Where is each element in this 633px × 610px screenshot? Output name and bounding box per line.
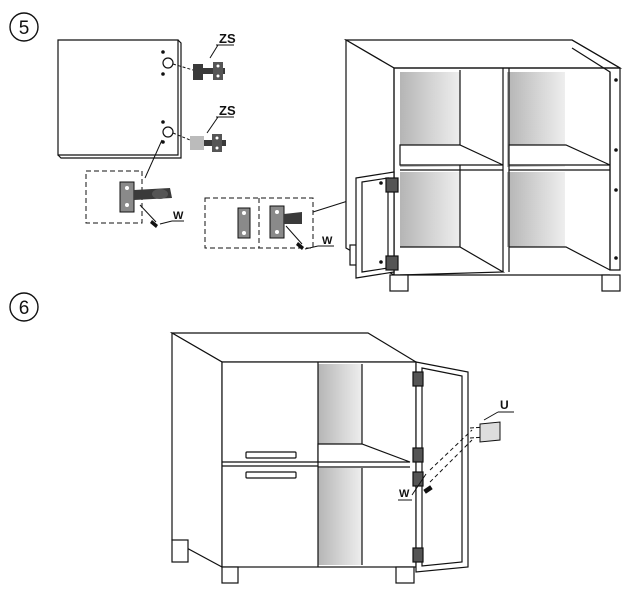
cabinet-assembled — [169, 331, 419, 584]
cabinet-door-open — [412, 361, 469, 573]
step-5-badge: 5 — [9, 12, 39, 42]
u-label: U — [500, 398, 509, 412]
svg-text:ZS: ZS — [219, 31, 236, 46]
w-label: W — [173, 210, 184, 222]
step-6-badge: 6 — [9, 292, 39, 322]
detail-pointer — [144, 139, 163, 179]
door-panel — [57, 39, 182, 159]
step-number: 6 — [19, 298, 30, 319]
hinge-icon — [172, 132, 226, 152]
screw-icon: W — [398, 473, 433, 501]
step-number: 5 — [19, 18, 30, 39]
w-label: W — [322, 235, 333, 247]
hinge-icon — [172, 62, 225, 80]
cabinet-door — [355, 171, 399, 279]
step-5: 5 — [9, 12, 623, 292]
zs-label-bottom: ZS — [206, 103, 236, 134]
hinge-detail-middle: W — [204, 197, 334, 250]
handle-icon: U — [429, 398, 514, 483]
cabinet-open — [343, 38, 623, 292]
hinge-cup-hole-bottom — [162, 126, 174, 138]
hinge-detail-left: W — [85, 170, 184, 228]
w-label: W — [399, 488, 410, 500]
svg-text:ZS: ZS — [219, 103, 236, 118]
hinge-cup-hole-top — [162, 57, 174, 69]
step-6: 6 — [9, 292, 514, 584]
zs-label-top: ZS — [209, 31, 236, 59]
